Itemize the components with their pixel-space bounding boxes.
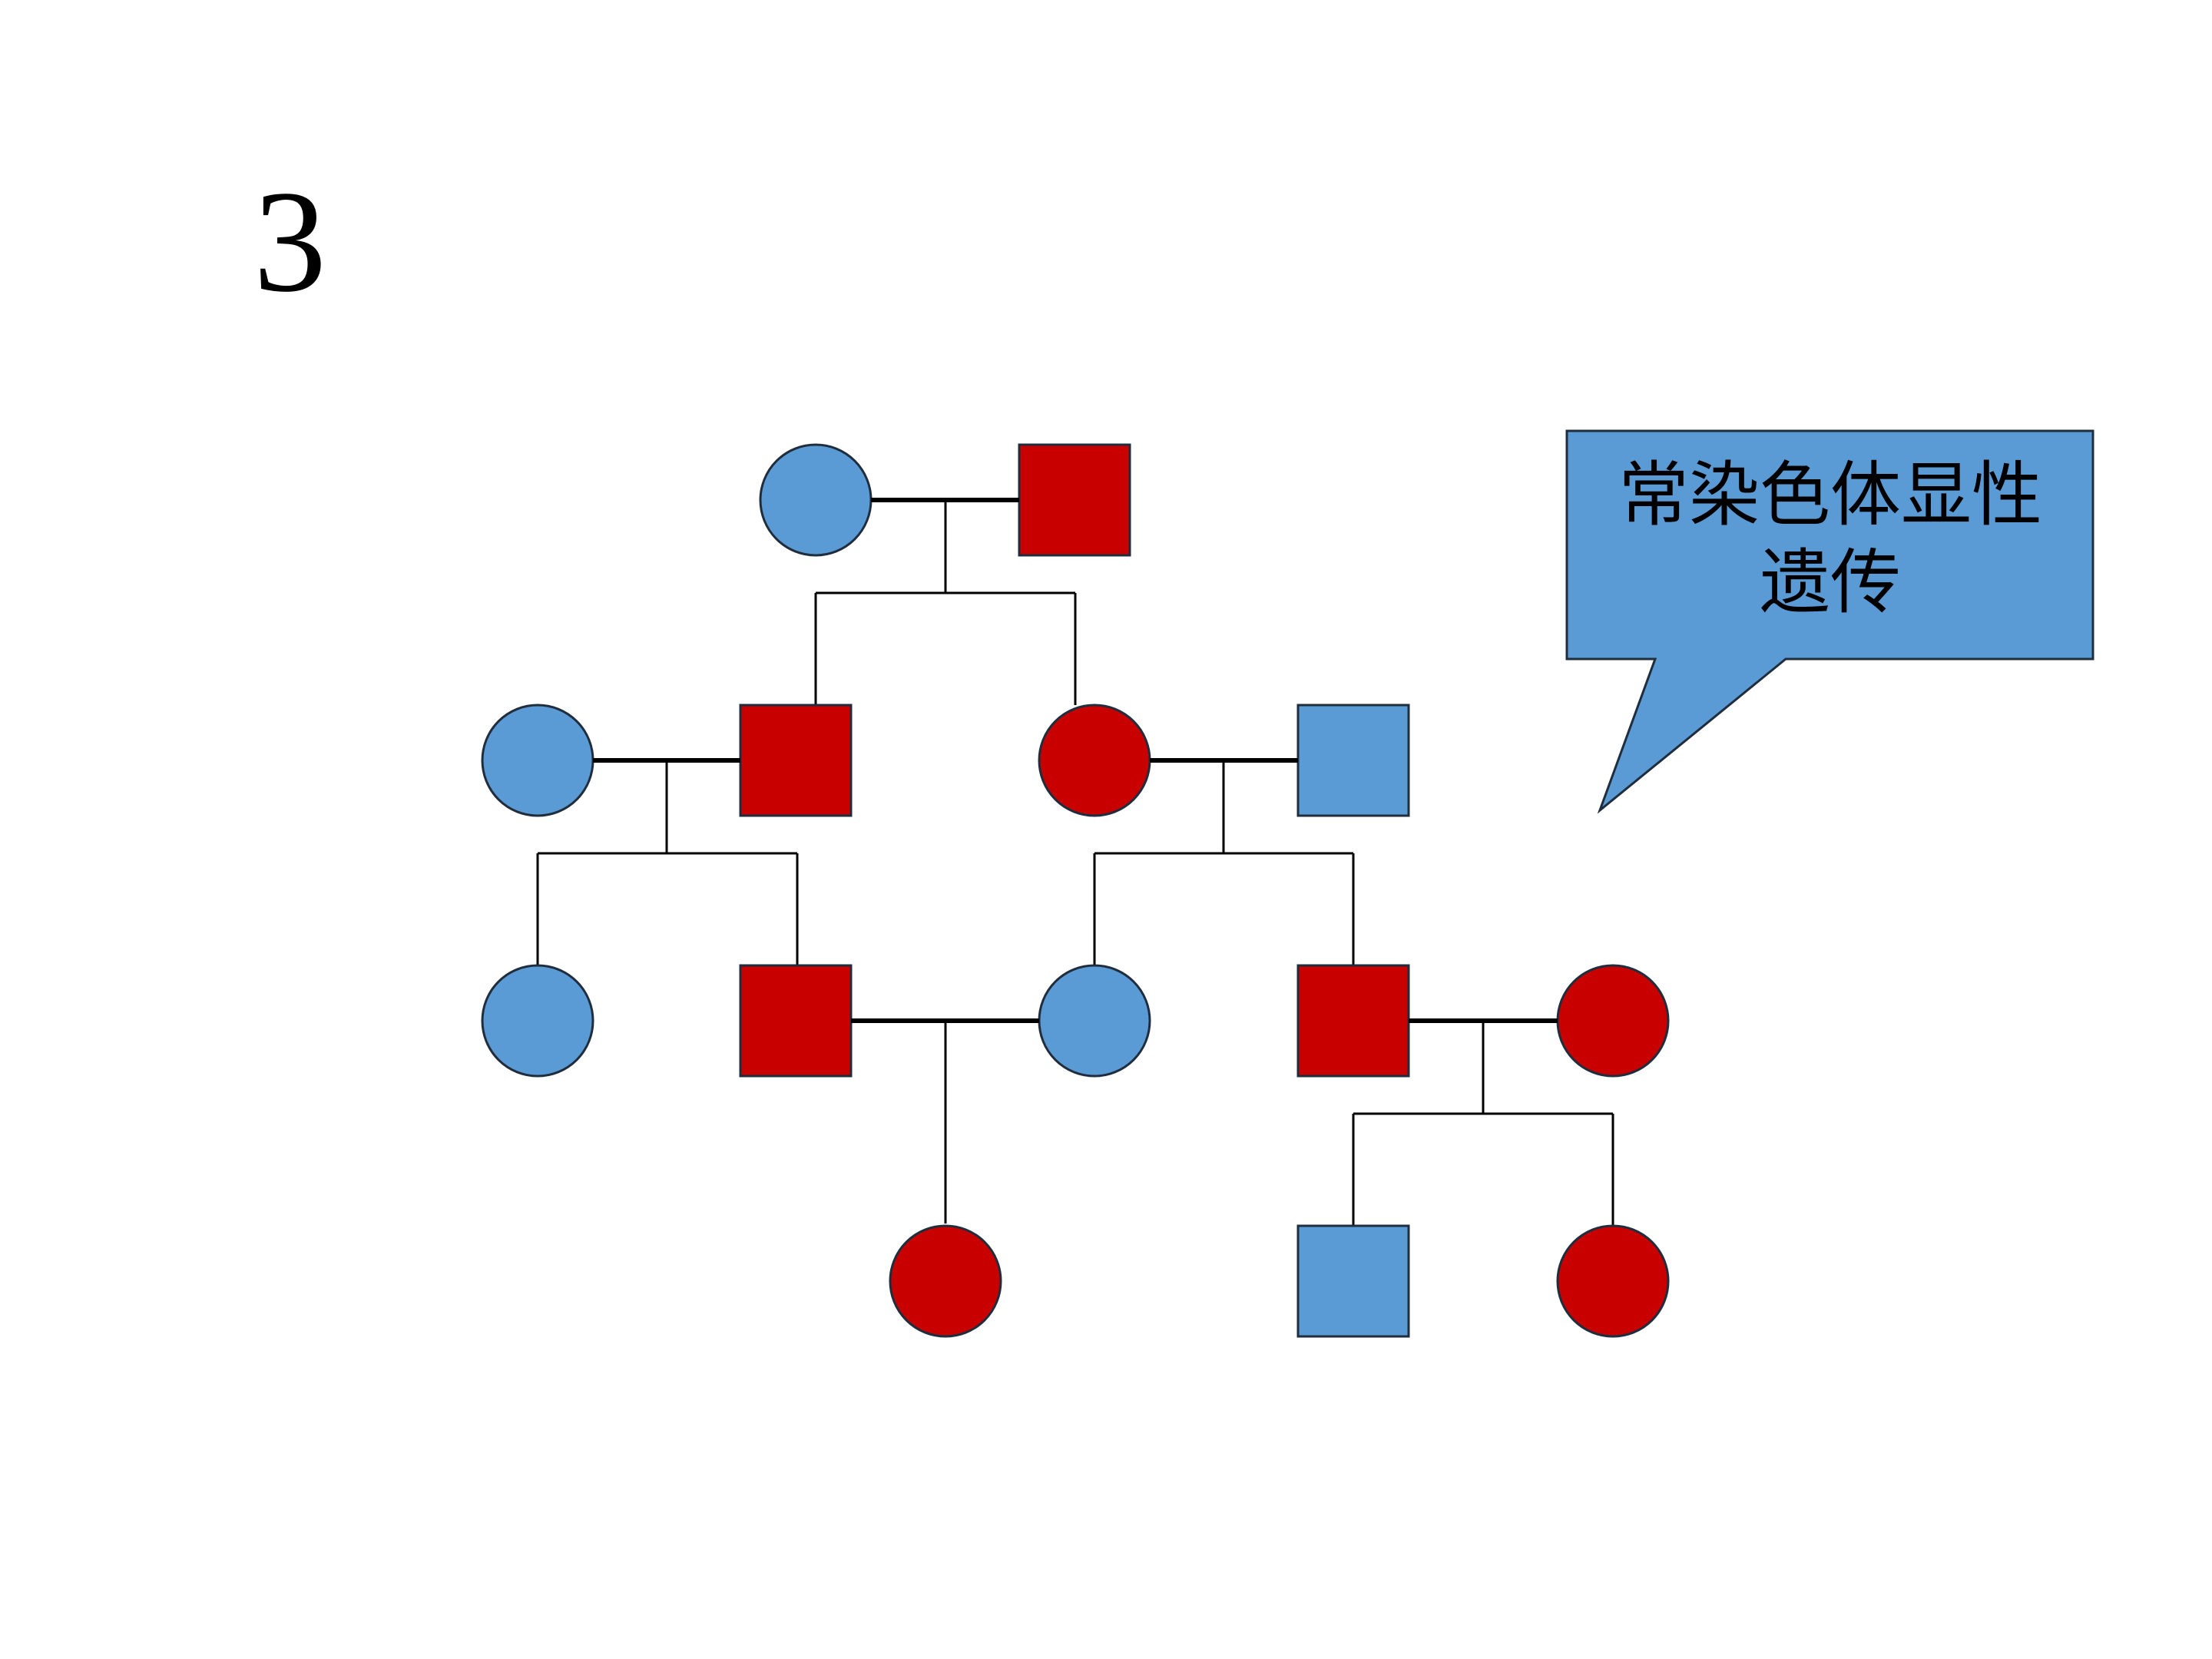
gen3-female-unaffected-2: [1038, 964, 1151, 1078]
generation-1: [759, 443, 1131, 705]
generation-3: [481, 964, 1670, 1226]
gen1-female-unaffected: [759, 443, 873, 557]
gen2-female-unaffected: [481, 704, 594, 817]
gen1-male-affected: [1018, 443, 1131, 557]
gen3-male-affected-2: [1296, 964, 1410, 1078]
gen4-female-affected-1: [889, 1224, 1002, 1338]
callout-box: 常染色体显性 遗传: [1565, 429, 2094, 814]
gen2-male-unaffected: [1296, 704, 1410, 817]
generation-4: [889, 1224, 1670, 1338]
callout-line-2: 遗传: [1760, 541, 1901, 624]
gen3-female-unaffected-1: [481, 964, 594, 1078]
gen2-female-affected: [1038, 704, 1151, 817]
gen2-male-affected: [739, 704, 853, 817]
gen3-female-affected: [1556, 964, 1670, 1078]
callout-shape: [1565, 429, 2094, 814]
gen4-female-affected-2: [1556, 1224, 1670, 1338]
gen4-male-unaffected: [1296, 1224, 1410, 1338]
generation-2: [481, 704, 1410, 965]
slide-number: 3: [253, 161, 326, 323]
callout-line-1: 常染色体显性: [1618, 454, 2042, 536]
gen3-male-affected-1: [739, 964, 853, 1078]
